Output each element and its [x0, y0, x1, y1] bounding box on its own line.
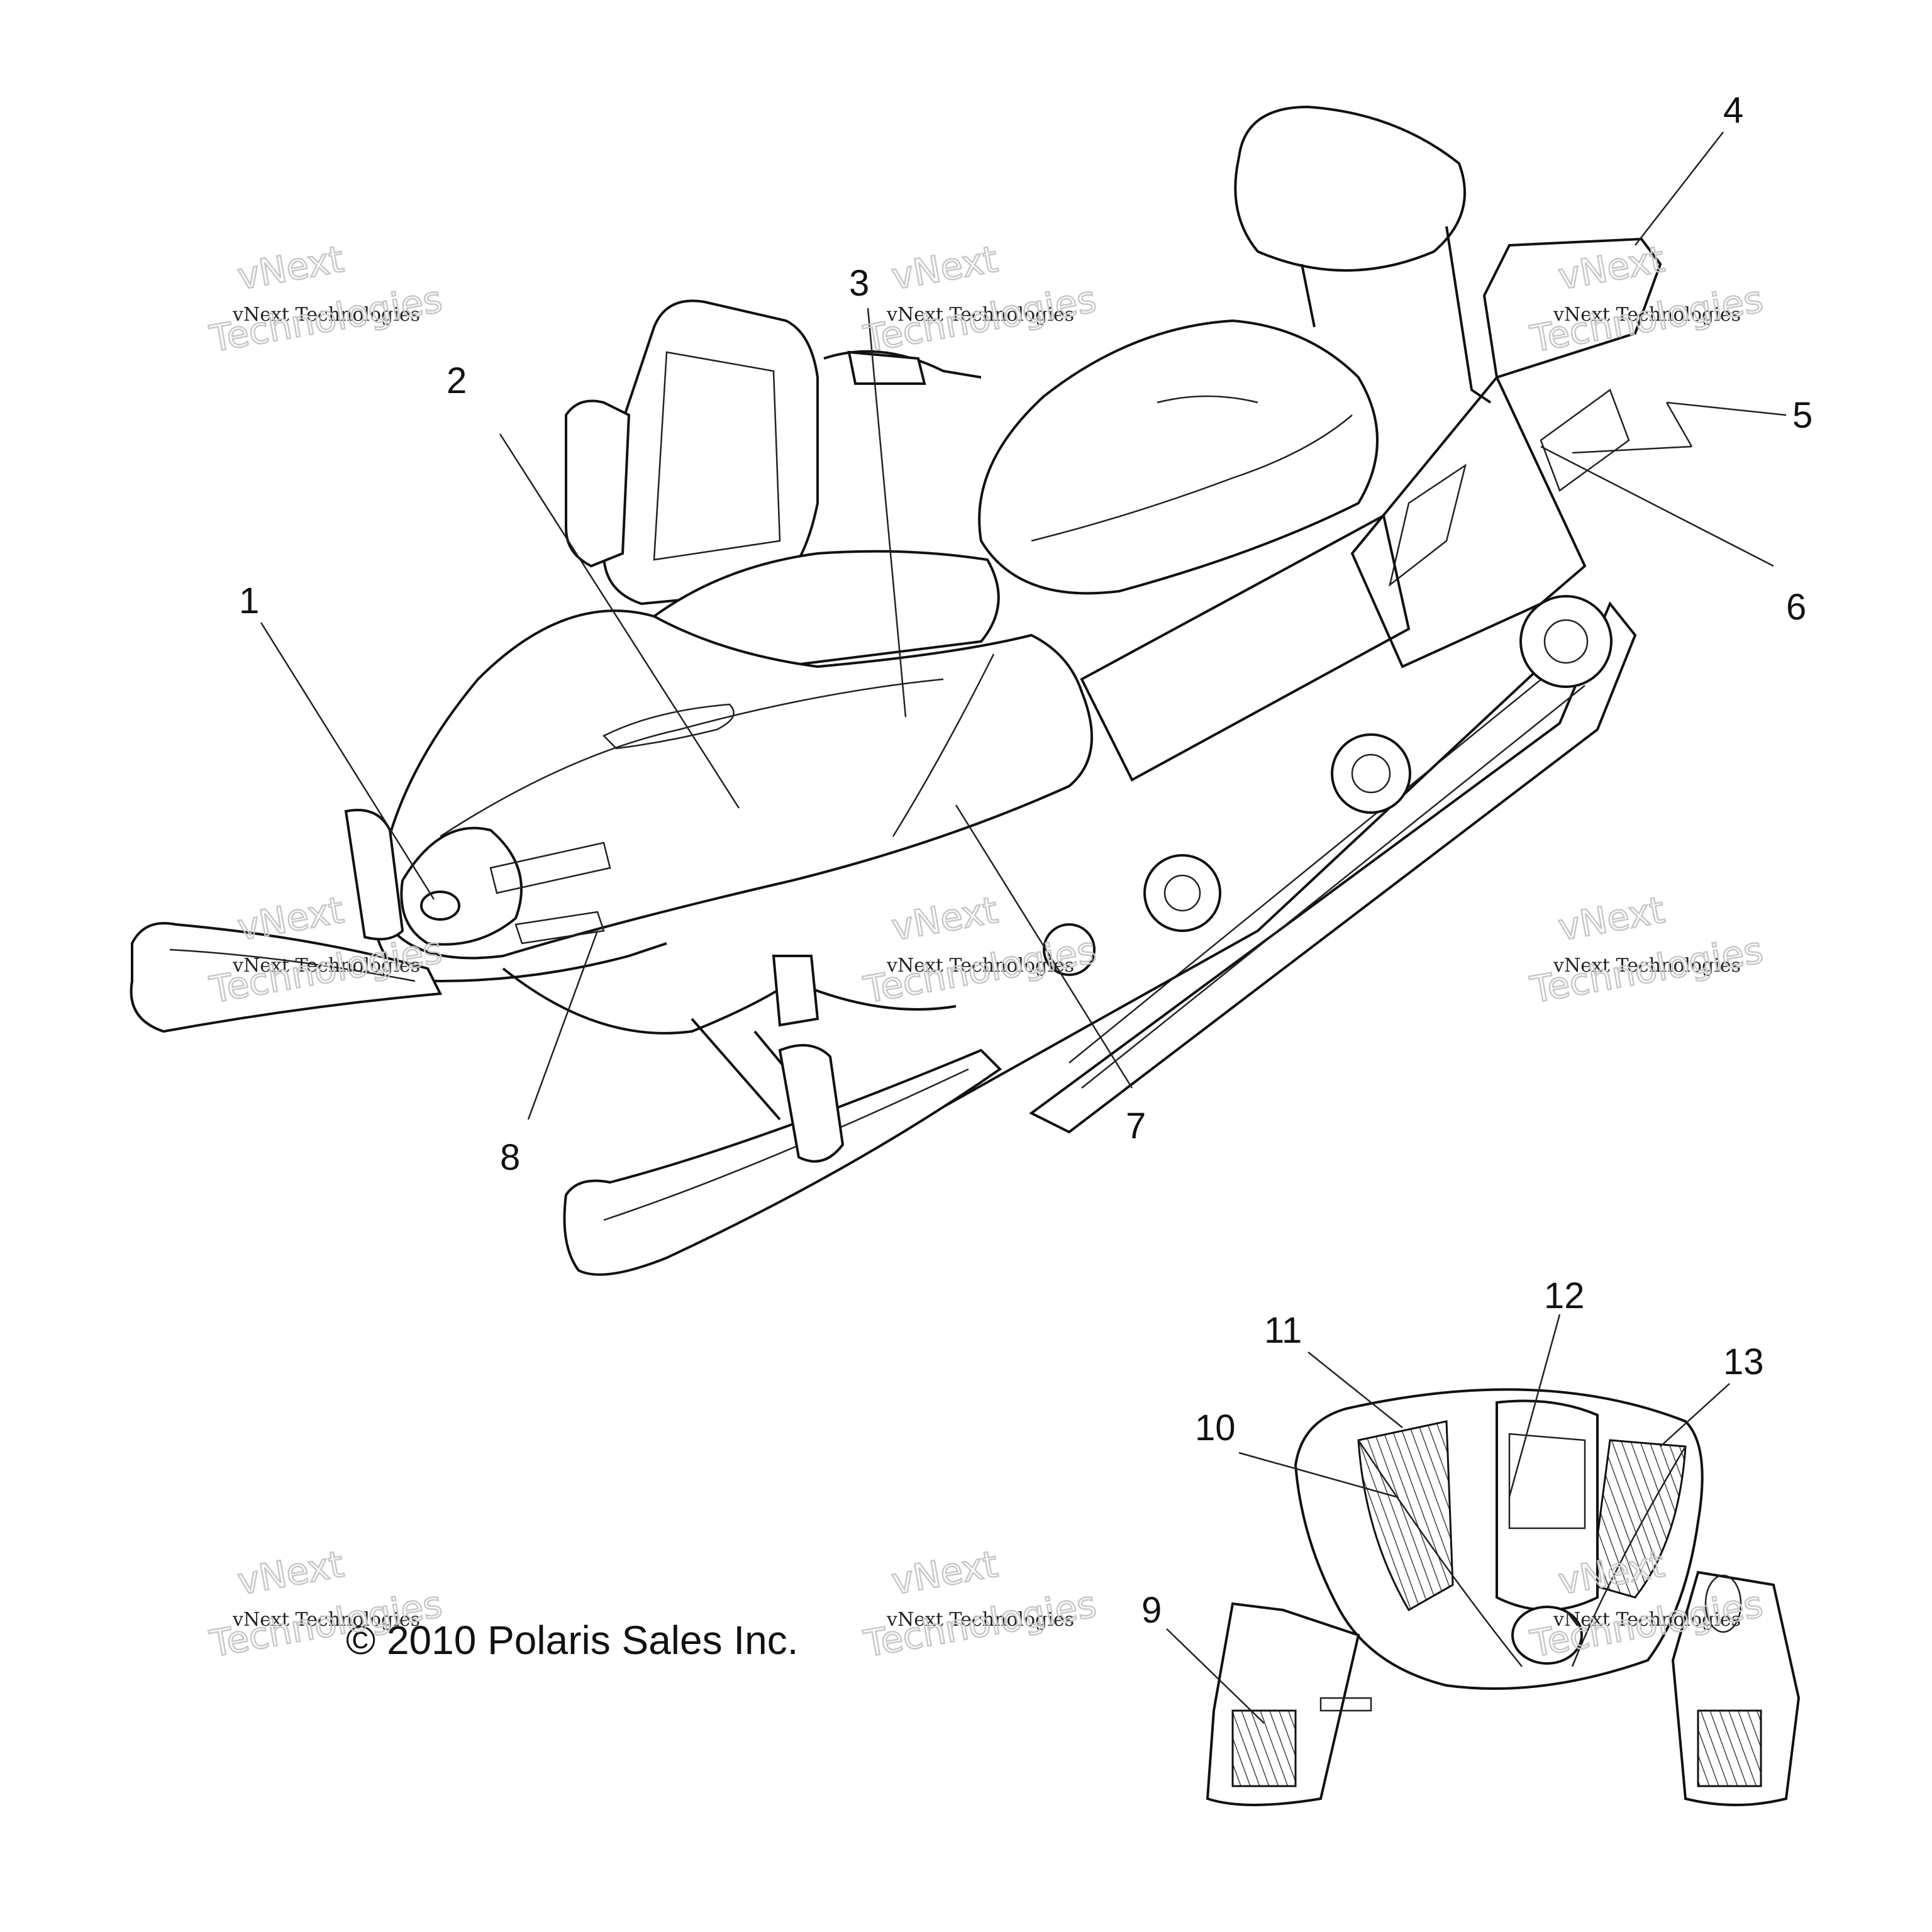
watermark-bottom-center: vNext vNext Technologies Technologies	[860, 1541, 1100, 1666]
callout-3: 3	[849, 263, 869, 304]
callout-6: 6	[1786, 587, 1806, 628]
callout-4: 4	[1723, 90, 1743, 131]
snowmobile-illustration	[130, 105, 1662, 1276]
watermark-line2: vNext Technologies	[232, 1609, 420, 1631]
callout-2: 2	[447, 360, 467, 401]
watermark-line1: vNext	[889, 238, 1001, 298]
watermark-line1: vNext	[1555, 889, 1668, 949]
callout-5: 5	[1792, 395, 1813, 436]
watermark-mid-right: vNext vNext Technologies Technologies	[1526, 887, 1767, 1012]
callout-labels: 1 2 3 4 5 6 7 8 9 10 11 12 13	[239, 90, 1813, 1631]
watermark-line1: vNext	[889, 889, 1001, 949]
watermark-line2: vNext Technologies	[1553, 304, 1741, 326]
leader-lines	[260, 131, 1787, 1120]
watermark-line2: vNext Technologies	[232, 955, 420, 977]
watermark-line1: vNext	[889, 1543, 1001, 1603]
watermark-mid-center: vNext vNext Technologies Technologies	[860, 887, 1100, 1012]
watermark-line2: vNext Technologies	[886, 304, 1074, 326]
watermark-line1: vNext	[235, 238, 347, 298]
callout-13: 13	[1723, 1341, 1764, 1382]
callout-7: 7	[1126, 1106, 1146, 1146]
copyright-text: © 2010 Polaris Sales Inc.	[346, 1618, 799, 1663]
watermark-line1: vNext	[235, 889, 347, 949]
callout-8: 8	[500, 1137, 520, 1178]
watermark-line2: vNext Technologies	[232, 304, 420, 326]
watermark-top-center: vNext vNext Technologies Technologies	[860, 236, 1100, 361]
callout-9: 9	[1141, 1590, 1162, 1631]
front-leader-lines	[1166, 1314, 1730, 1724]
callout-10: 10	[1195, 1407, 1236, 1448]
callout-11: 11	[1264, 1310, 1302, 1351]
watermark-line2: vNext Technologies	[1553, 1609, 1741, 1631]
watermark-line2: vNext Technologies	[1553, 955, 1741, 977]
watermark-line1: vNext	[235, 1543, 347, 1603]
callout-12: 12	[1544, 1275, 1585, 1316]
watermark-top-left: vNext vNext Technologies Technologies	[206, 236, 446, 361]
callout-1: 1	[239, 580, 259, 621]
watermark-line2: vNext Technologies	[886, 955, 1074, 977]
watermark-line2: vNext Technologies	[886, 1609, 1074, 1631]
